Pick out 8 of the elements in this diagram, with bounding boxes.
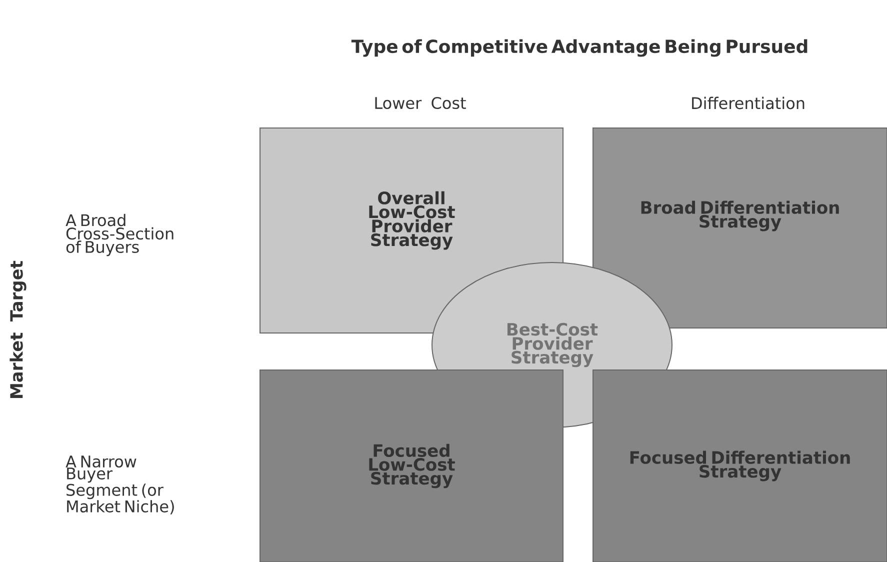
axis-label: A Broad Cross-Section of Buyers [66,214,174,256]
strategy-box: Focused Differentiation Strategy [592,370,887,562]
axis-label: A Narrow Buyer Segment (or Market Niche) [66,456,174,514]
axis-label: Lower Cost [375,96,466,110]
title: Type of Competitive Advantage Being Pursued [351,39,808,57]
strategy-box: Focused Low-Cost Strategy [260,370,564,562]
axis-label: Differentiation [692,96,804,110]
axis-title: Market Target [10,260,26,398]
